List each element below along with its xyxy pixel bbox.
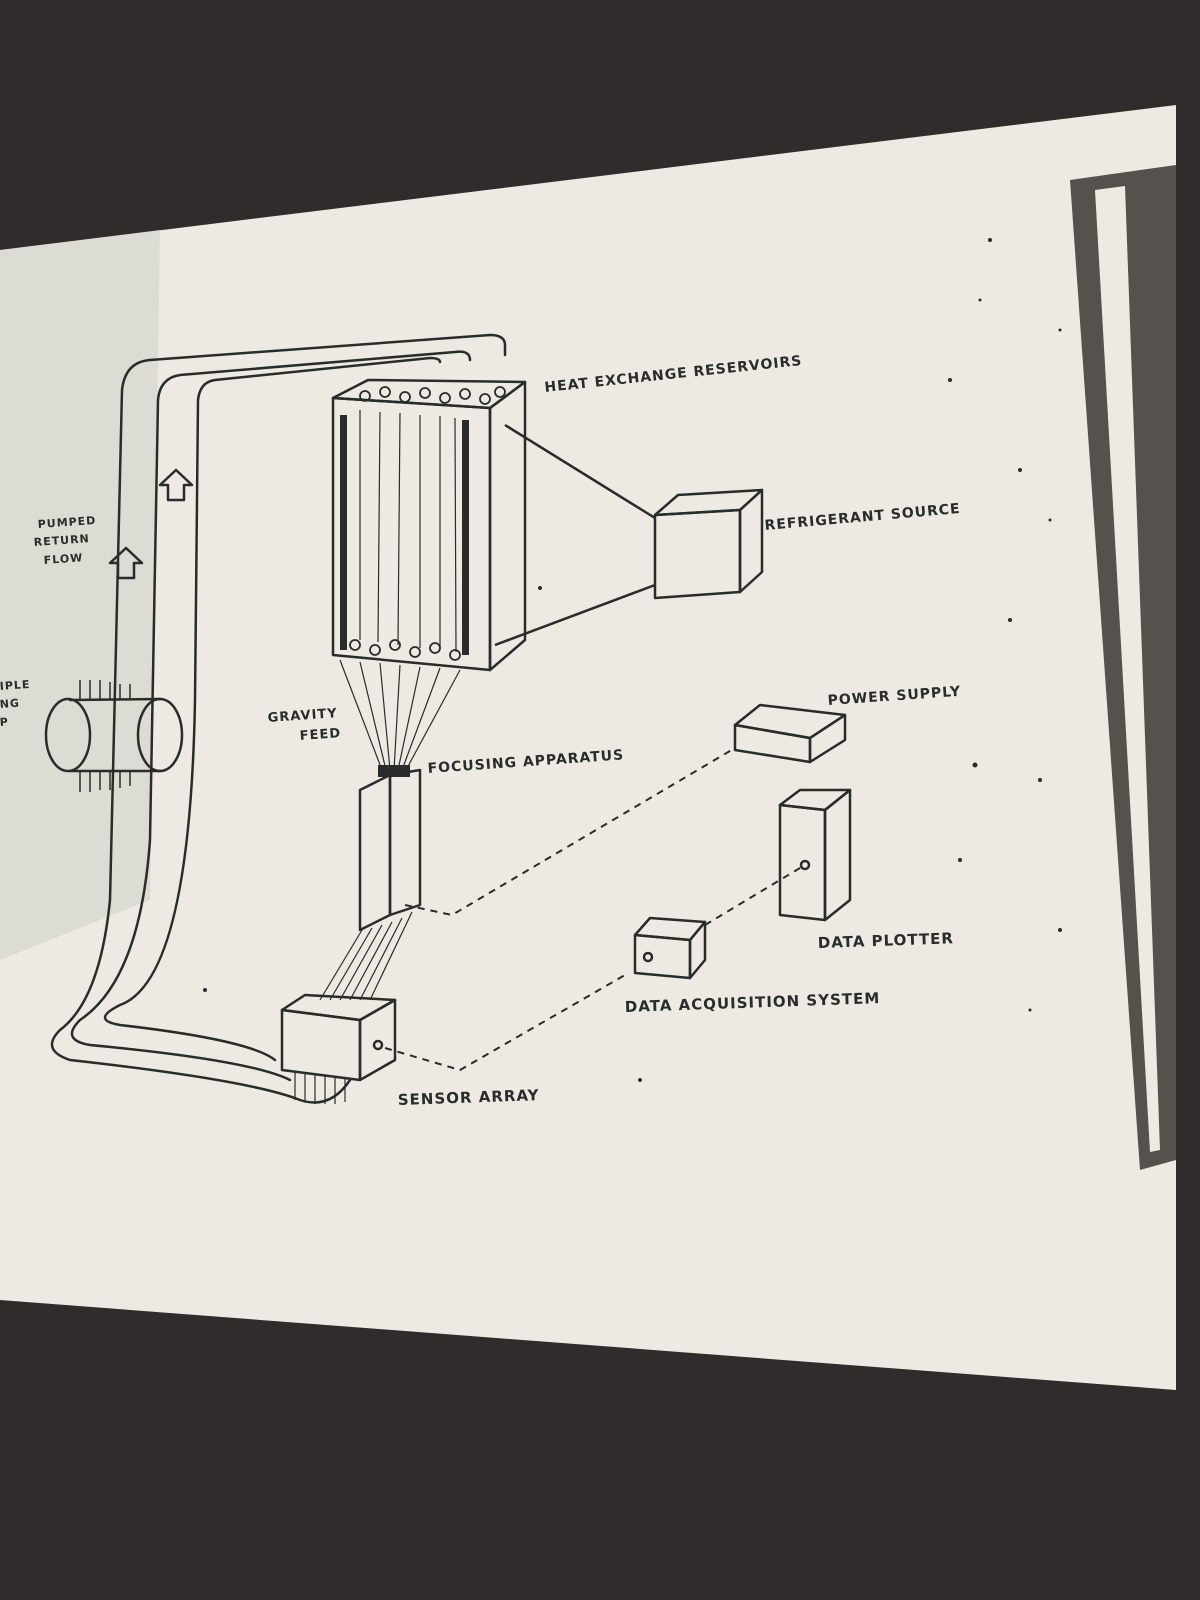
daq-side	[688, 920, 707, 980]
label-data-plotter: DATA PLOTTER	[818, 929, 955, 952]
reservoir-nozzles	[349, 386, 506, 661]
data-plotter-side	[823, 788, 852, 922]
data-plotter-port	[799, 859, 811, 871]
refrigerant-line-lower	[494, 583, 656, 647]
gravity-feed-lines	[339, 659, 461, 771]
pump-cylinder-body	[68, 697, 162, 773]
label-return: RETURN	[33, 532, 90, 549]
paper-shadow	[0, 230, 160, 960]
sensor-feed-lines	[319, 911, 413, 1001]
label-cut-left-1: IPLE	[0, 678, 31, 693]
pump-cylinder-front	[44, 697, 92, 773]
reservoir-dark-tube-right	[462, 420, 469, 655]
label-pumped: PUMPED	[37, 514, 96, 531]
dashed-cables	[384, 747, 806, 1072]
reservoir-side	[488, 380, 527, 672]
reservoir-dark-tube-left	[340, 415, 347, 650]
loop-pipe-inner	[103, 356, 442, 1062]
sensor-pins	[294, 1072, 346, 1104]
paper-sheet	[0, 105, 1176, 1390]
flow-arrow-icon	[108, 546, 144, 580]
sensor-box-side	[358, 998, 397, 1082]
reservoir-tubes	[359, 410, 457, 653]
label-cut-left-2: NG	[0, 697, 20, 711]
label-feed: FEED	[299, 726, 341, 744]
focusing-column-top	[378, 765, 410, 777]
label-flow: FLOW	[43, 551, 83, 567]
page-border-inner	[1095, 186, 1160, 1152]
label-cut-left-3: P	[0, 715, 9, 729]
refrigerant-cube-side	[738, 488, 764, 594]
loop-pipe-outer	[50, 333, 507, 1104]
daq-port	[642, 951, 654, 963]
pump-fins	[79, 680, 131, 792]
sensor-port	[372, 1039, 384, 1051]
refrigerant-line-upper	[504, 423, 656, 520]
label-sensor-array: SENSOR ARRAY	[398, 1086, 540, 1109]
label-gravity: GRAVITY	[267, 706, 338, 726]
flow-arrow-icon	[158, 468, 194, 502]
print-speckle	[203, 238, 1062, 1082]
loop-pipe-middle	[70, 350, 472, 1082]
power-supply-side	[808, 713, 847, 764]
